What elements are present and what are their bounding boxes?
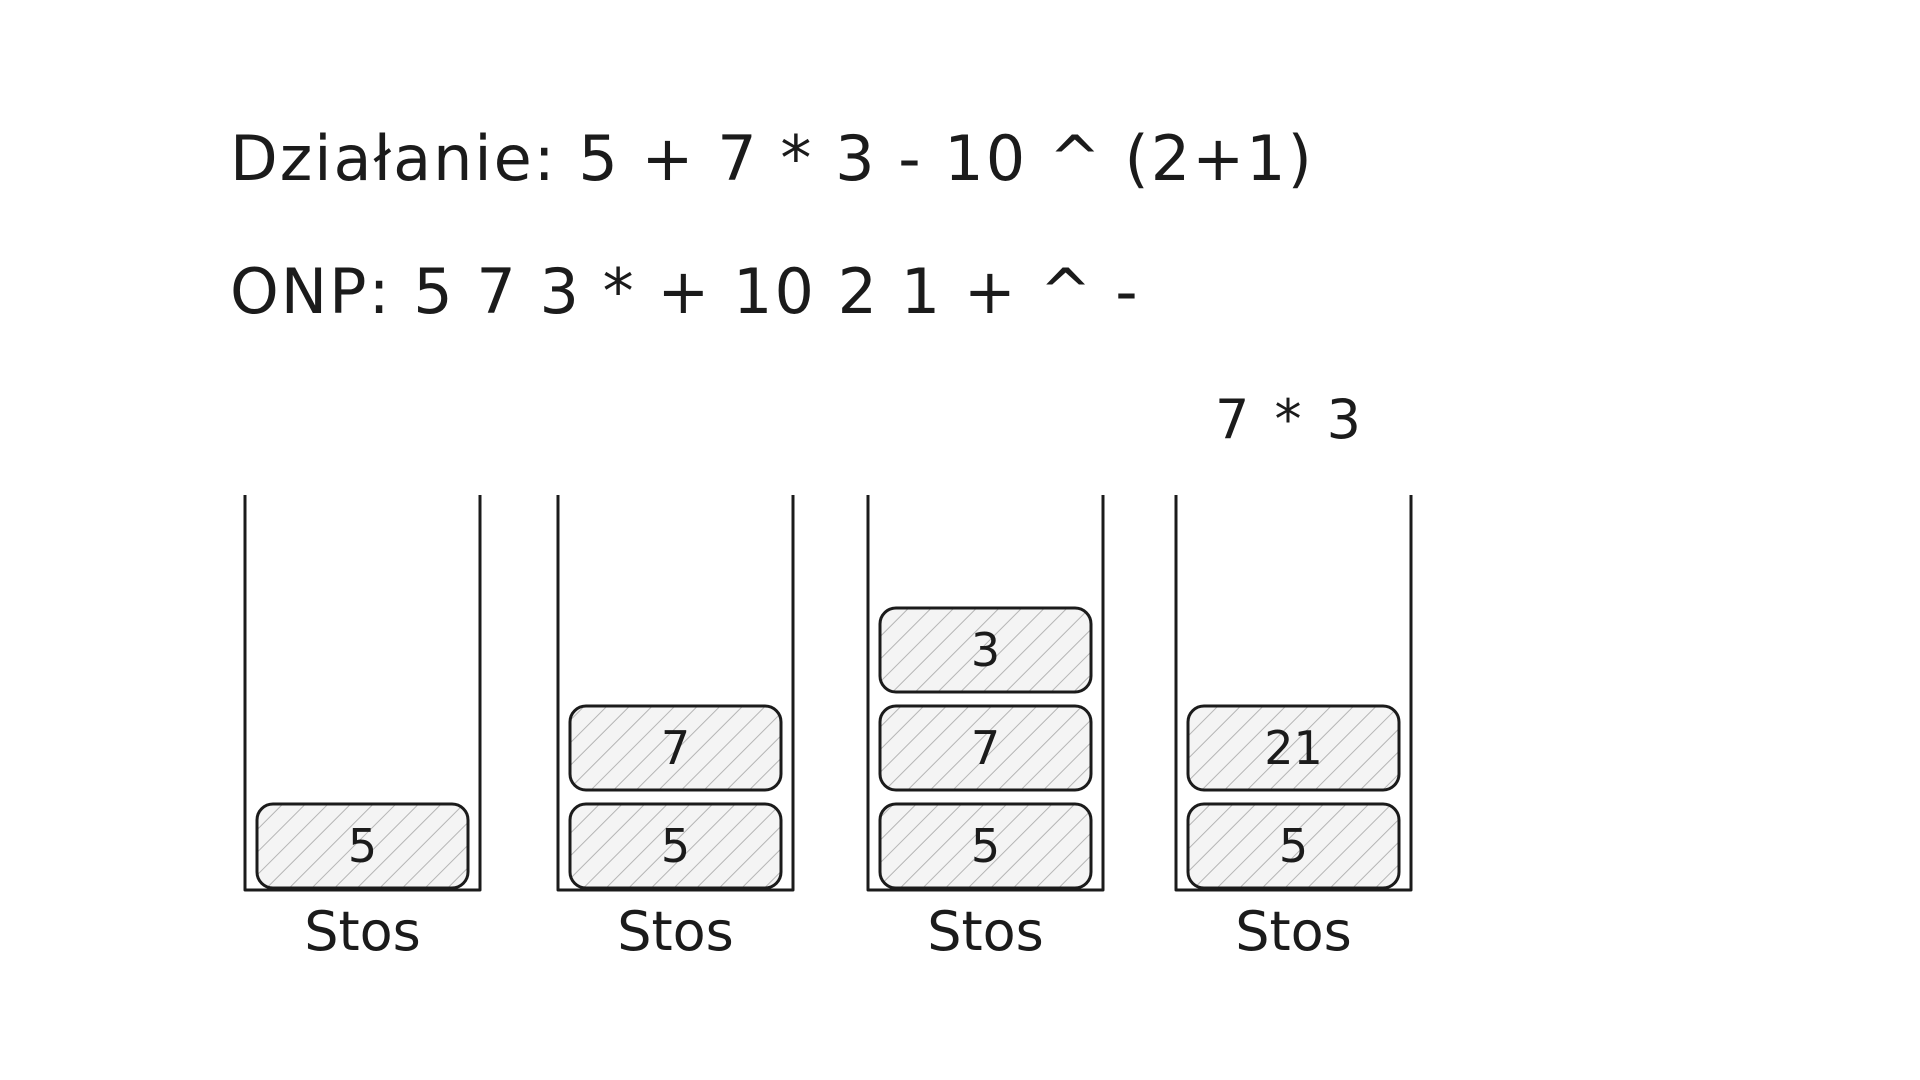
stack-item [568, 802, 783, 890]
expression-label: Działanie: [230, 122, 557, 195]
onp-line: ONP: 5 7 3 * + 10 2 1 + ^ - [230, 255, 1140, 328]
stack-item-value: 5 [661, 819, 690, 873]
onp-label: ONP: [230, 255, 392, 328]
expression-line: Działanie: 5 + 7 * 3 - 10 ^ (2+1) [230, 122, 1314, 195]
stack-container [866, 495, 1105, 892]
stack-label: Stos [304, 900, 421, 963]
stack-label: Stos [1235, 900, 1352, 963]
stack-item [878, 606, 1093, 694]
stack-item-value: 21 [1264, 721, 1323, 775]
stack-label: Stos [617, 900, 734, 963]
stack-item-value: 5 [971, 819, 1000, 873]
stack-item-value: 7 [661, 721, 690, 775]
stack-item [568, 704, 783, 792]
operation-label: 7 * 3 [1215, 388, 1366, 451]
stack-item-value: 5 [348, 819, 377, 873]
stack-item [1186, 802, 1401, 890]
stack-item-value: 5 [1279, 819, 1308, 873]
stack-container [1174, 495, 1413, 892]
stack-item-value: 7 [971, 721, 1000, 775]
stack-item [878, 802, 1093, 890]
stack-item [878, 704, 1093, 792]
stack-container [556, 495, 795, 892]
expression-value: 5 + 7 * 3 - 10 ^ (2+1) [578, 122, 1314, 195]
onp-value: 5 7 3 * + 10 2 1 + ^ - [413, 255, 1140, 328]
stack-item [1186, 704, 1401, 792]
stack-container [243, 495, 482, 892]
stack-item-value: 3 [971, 623, 1000, 677]
stack-label: Stos [927, 900, 1044, 963]
stack-item [255, 802, 470, 890]
